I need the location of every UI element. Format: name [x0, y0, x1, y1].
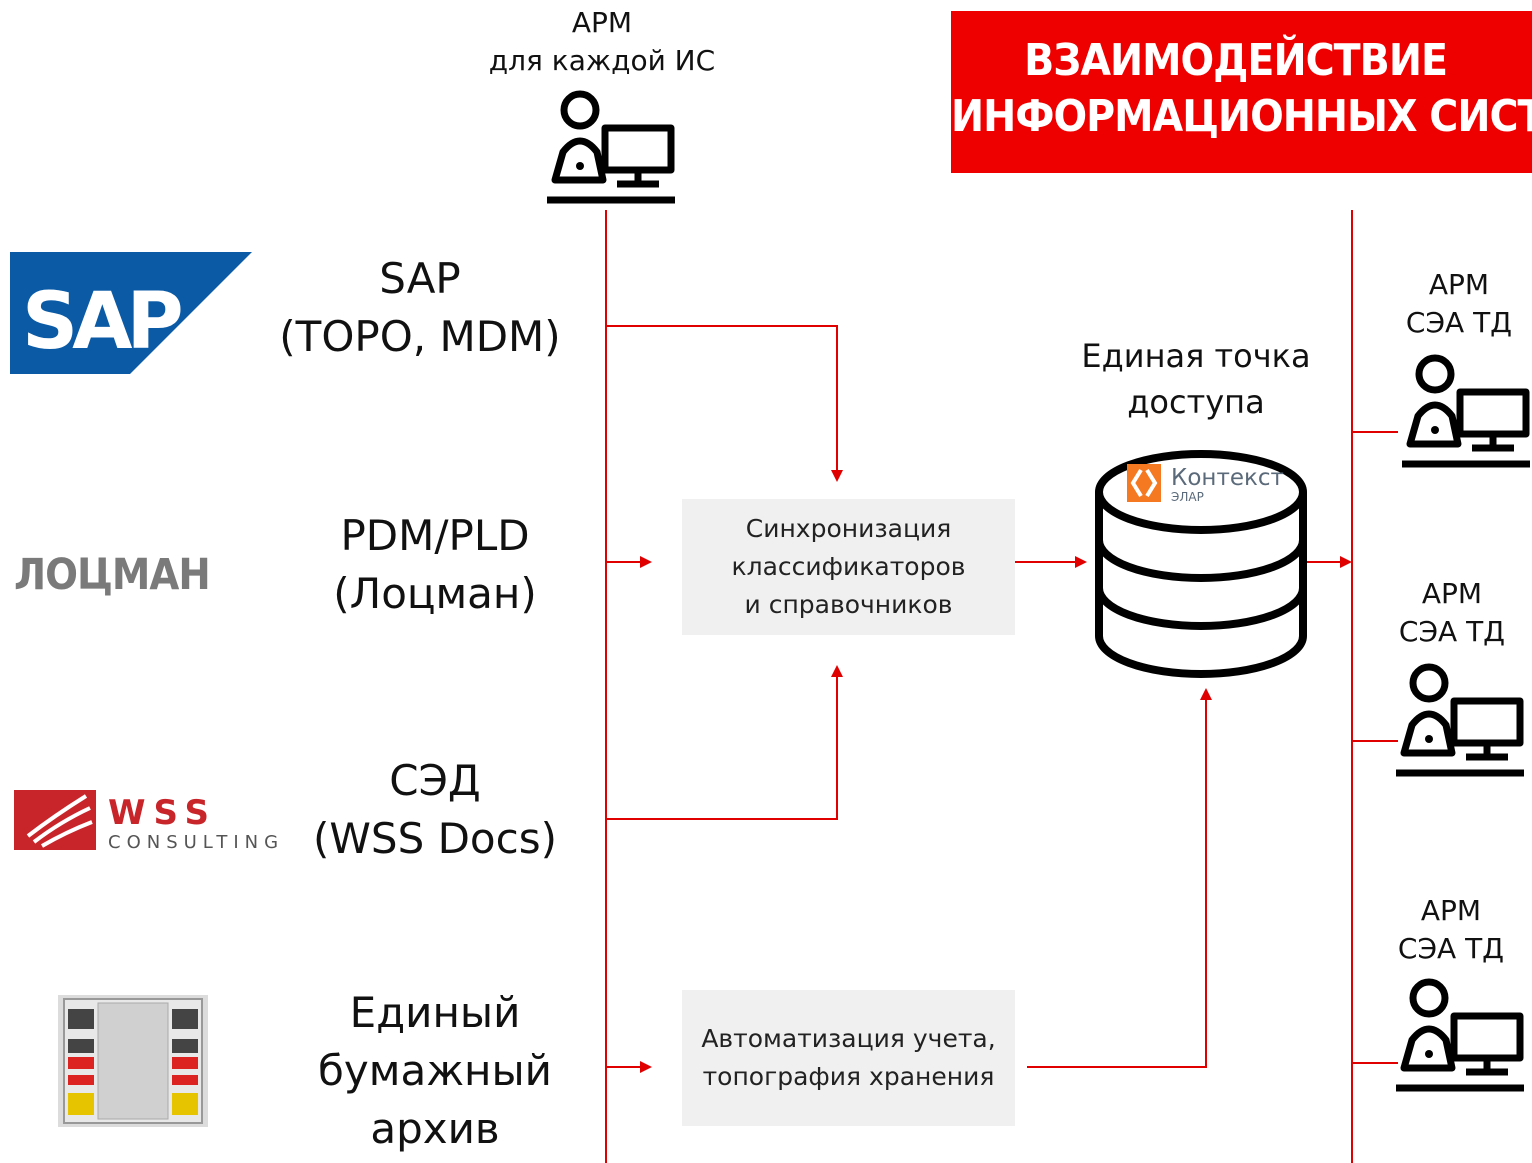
arm-right-3-line-2: СЭА ТД [1397, 932, 1505, 965]
arm-right-1-line-2: СЭА ТД [1405, 306, 1513, 339]
system-wss-line-2: (WSS Docs) [313, 814, 557, 863]
sync-line-2: классификаторов [731, 552, 966, 581]
workstation-icon [1396, 978, 1524, 1092]
sync-box: Синхронизация классификаторов и справочн… [682, 499, 1015, 635]
system-lotsman-line-1: PDM/PLD [340, 511, 530, 560]
sap-logo-reg: ® [160, 354, 178, 374]
system-archive-line-2: бумажный [318, 1046, 552, 1095]
database-icon: Контекст ЭЛАР [1095, 450, 1307, 678]
lotsman-logo: ЛОЦМАН [14, 550, 211, 600]
system-label-lotsman: PDM/PLD (Лоцман) [300, 507, 570, 623]
arm-right-1-label: АРМ СЭА ТД [1384, 266, 1532, 342]
title-line-2: ИНФОРМАЦИОННЫХ СИСТЕМ [951, 91, 1532, 142]
wss-consulting-logo: WSS CONSULTING [14, 790, 284, 853]
sync-line-1: Синхронизация [745, 514, 952, 543]
archive-cabinet-icon [58, 995, 208, 1127]
arm-top-line-1: АРМ [571, 6, 633, 39]
wss-logo-sub: CONSULTING [108, 832, 284, 853]
auto-line-1: Автоматизация учета, [701, 1024, 996, 1053]
arm-right-2-line-2: СЭА ТД [1398, 615, 1506, 648]
workstation-icon [547, 90, 675, 204]
system-label-wss: СЭД (WSS Docs) [300, 752, 570, 868]
workstation-icon [1402, 354, 1530, 468]
arm-right-3-label: АРМ СЭА ТД [1376, 892, 1526, 968]
auto-line-2: топография хранения [702, 1062, 995, 1091]
link-auto-db [1027, 688, 1212, 1068]
arm-top-line-2: для каждой ИС [488, 44, 716, 77]
sap-logo-text: SAP [22, 277, 181, 367]
arm-right-3-line-1: АРМ [1420, 894, 1482, 927]
workstation-icon [1396, 663, 1524, 777]
system-label-sap: SAP (ТОРО, MDM) [270, 250, 570, 366]
system-lotsman-line-2: (Лоцман) [333, 569, 537, 618]
access-point-label: Единая точка доступа [1066, 333, 1326, 425]
system-sap-line-1: SAP [379, 254, 461, 303]
access-point-line-1: Единая точка [1081, 337, 1311, 375]
sync-line-3: и справочников [744, 590, 953, 619]
title-banner: ВЗАИМОДЕЙСТВИЕ ИНФОРМАЦИОННЫХ СИСТЕМ [951, 11, 1532, 173]
system-archive-line-3: архив [370, 1104, 500, 1153]
arm-right-2-line-1: АРМ [1421, 577, 1483, 610]
wss-logo-text: WSS [108, 793, 217, 833]
kontekst-logo-text: Контекст [1171, 465, 1284, 491]
system-wss-line-1: СЭД [389, 756, 481, 805]
link-wss-sync [606, 665, 843, 820]
arm-right-2-label: АРМ СЭА ТД [1377, 575, 1527, 651]
kontekst-logo: Контекст ЭЛАР [1127, 464, 1284, 504]
kontekst-logo-sub: ЭЛАР [1171, 490, 1204, 504]
system-label-archive: Единый бумажный архив [300, 984, 570, 1158]
system-sap-line-2: (ТОРО, MDM) [279, 312, 561, 361]
link-sap-sync [606, 325, 843, 482]
sap-logo: SAP ® [10, 252, 252, 374]
title-line-1: ВЗАИМОДЕЙСТВИЕ [1024, 35, 1448, 86]
arm-top-label: АРМ для каждой ИС [480, 4, 724, 80]
automation-box: Автоматизация учета, топография хранения [682, 990, 1015, 1126]
system-archive-line-1: Единый [349, 988, 521, 1037]
access-point-line-2: доступа [1127, 383, 1265, 421]
arm-right-1-line-1: АРМ [1428, 268, 1490, 301]
